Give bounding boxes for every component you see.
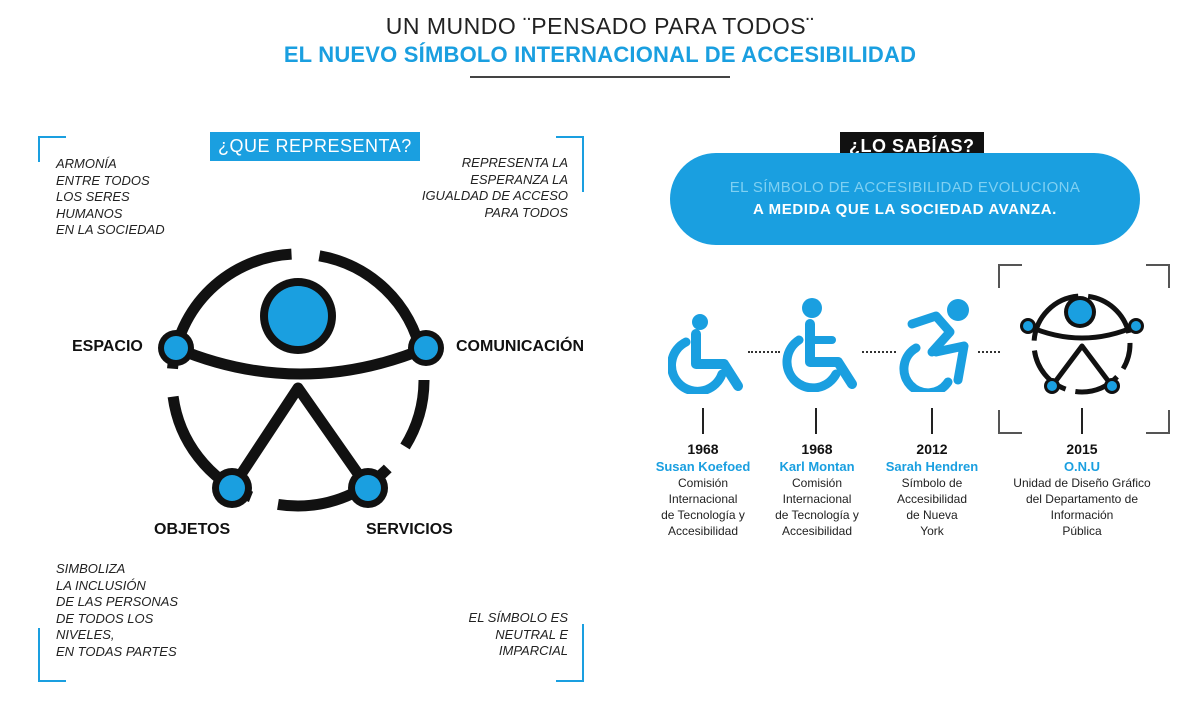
accessibility-symbol-icon xyxy=(1020,293,1144,395)
evolution-banner: EL SÍMBOLO DE ACCESIBILIDAD EVOLUCIONA A… xyxy=(670,153,1140,245)
frame-corner xyxy=(998,410,1022,434)
frame-corner xyxy=(998,264,1022,288)
timeline-entry: 2012 Sarah Hendren Símbolo de Accesibili… xyxy=(852,441,1012,539)
timeline-description: Símbolo de Accesibilidad de Nueva York xyxy=(896,476,968,538)
accessibility-symbol-large-icon xyxy=(158,248,444,512)
timeline-year: 2015 xyxy=(1066,441,1098,457)
wheelchair-dynamic-icon xyxy=(899,299,969,392)
note-neutral: EL SÍMBOLO ES NEUTRAL E IMPARCIAL xyxy=(468,610,568,658)
timeline-tick xyxy=(702,408,704,434)
timeline-entry: 1968 Susan Koefoed Comisión Internaciona… xyxy=(623,441,783,539)
bracket-top-left xyxy=(38,136,66,162)
timeline-description: Unidad de Diseño Gráfico del Departament… xyxy=(1013,476,1151,538)
timeline-description: Comisión Internacional de Tecnología y A… xyxy=(661,476,745,538)
timeline-author: Karl Montan xyxy=(779,459,855,474)
section-tag-que-representa: ¿QUE REPRESENTA? xyxy=(210,132,420,161)
timeline-author: Susan Koefoed xyxy=(655,459,751,474)
header-title: UN MUNDO ¨PENSADO PARA TODOS¨ xyxy=(385,13,815,39)
bracket-bottom-right xyxy=(556,624,584,682)
wheelchair-classic-icon xyxy=(668,314,743,394)
label-objetos: OBJETOS xyxy=(154,521,231,538)
timeline-entry: 1968 Karl Montan Comisión Internacional … xyxy=(737,441,897,539)
timeline-tick xyxy=(815,408,817,434)
timeline-tick xyxy=(1081,408,1083,434)
timeline-year: 1968 xyxy=(801,441,833,457)
wheelchair-classic-icon xyxy=(782,298,857,392)
timeline-connector xyxy=(748,351,780,353)
timeline-tick xyxy=(931,408,933,434)
label-espacio: ESPACIO xyxy=(72,338,143,355)
timeline-entry: 2015 O.N.U Unidad de Diseño Gráfico del … xyxy=(1002,441,1162,539)
timeline-author: O.N.U xyxy=(1063,459,1101,474)
label-servicios: SERVICIOS xyxy=(366,521,453,538)
timeline-connector xyxy=(862,351,896,353)
bracket-top-right xyxy=(556,136,584,192)
timeline-year: 1968 xyxy=(687,441,719,457)
frame-corner xyxy=(1146,410,1170,434)
header-divider xyxy=(470,76,730,78)
bracket-bottom-left xyxy=(38,628,66,682)
banner-line-2: A MEDIDA QUE LA SOCIEDAD AVANZA. xyxy=(753,201,1057,218)
header-subtitle: EL NUEVO SÍMBOLO INTERNACIONAL DE ACCESI… xyxy=(283,42,917,67)
timeline-year: 2012 xyxy=(916,441,948,457)
frame-corner xyxy=(1146,264,1170,288)
banner-line-1: EL SÍMBOLO DE ACCESIBILIDAD EVOLUCIONA xyxy=(729,179,1081,196)
note-inclusion: SIMBOLIZA LA INCLUSIÓN DE LAS PERSONAS D… xyxy=(56,561,179,659)
label-comunicacion: COMUNICACIÓN xyxy=(456,338,584,355)
timeline-description: Comisión Internacional de Tecnología y A… xyxy=(775,476,859,538)
note-armonia: ARMONÍA ENTRE TODOS LOS SERES HUMANOS EN… xyxy=(56,156,165,237)
timeline-connector xyxy=(978,351,1000,353)
timeline-author: Sarah Hendren xyxy=(885,459,979,474)
note-igualdad: REPRESENTA LA ESPERANZA LA IGUALDAD DE A… xyxy=(421,155,568,220)
